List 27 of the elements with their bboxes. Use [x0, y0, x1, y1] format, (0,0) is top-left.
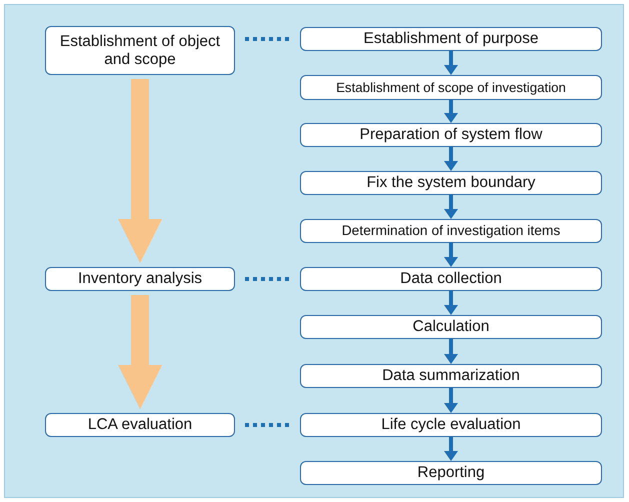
dotted-connector: [245, 423, 290, 427]
arrow: [444, 195, 458, 219]
process-box: Establishment of scope of investigation: [300, 75, 602, 100]
block-arrow: [118, 295, 162, 409]
process-box: Establishment of purpose: [300, 27, 602, 51]
block-arrow: [118, 79, 162, 263]
dotted-connector: [245, 37, 290, 41]
process-box: Determination of investigation items: [300, 219, 602, 243]
arrow: [444, 51, 458, 75]
process-box: Fix the system boundary: [300, 171, 602, 195]
process-box: Establishment of object and scope: [45, 26, 235, 75]
process-box: Reporting: [300, 461, 602, 485]
arrow: [444, 388, 458, 413]
process-box: LCA evaluation: [45, 413, 235, 437]
dotted-connector: [245, 277, 290, 281]
arrow: [444, 339, 458, 364]
arrow: [444, 437, 458, 461]
arrow: [444, 243, 458, 267]
process-box: Preparation of system flow: [300, 123, 602, 147]
process-box: Data summarization: [300, 364, 602, 388]
arrow: [444, 100, 458, 123]
process-box: Inventory analysis: [45, 267, 235, 291]
process-box: Data collection: [300, 267, 602, 291]
arrow: [444, 147, 458, 171]
process-box: Calculation: [300, 315, 602, 339]
arrow: [444, 291, 458, 315]
process-box: Life cycle evaluation: [300, 413, 602, 437]
